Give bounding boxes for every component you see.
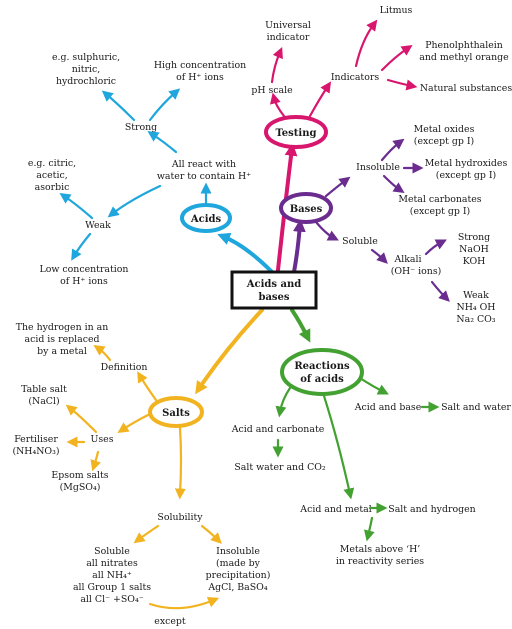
natural-substances: Natural substances bbox=[420, 83, 512, 94]
acid-and-base: Acid and base bbox=[354, 402, 422, 413]
acid-and-metal: Acid and metal bbox=[299, 504, 371, 515]
reactions-node[interactable] bbox=[280, 348, 364, 396]
alkali-strong-koh: KOH bbox=[463, 256, 486, 267]
hydroxides-line1: Metal hydroxides bbox=[425, 158, 508, 169]
epsom-line2: (MgSO₄) bbox=[60, 482, 101, 493]
strong-eg-line2: nitric, bbox=[72, 64, 101, 75]
bases-branch: Bases Insoluble Metal oxides (except gp … bbox=[279, 124, 508, 325]
arrow-to-bases bbox=[292, 218, 306, 274]
alkali-weak-nh4oh: NH₄ OH bbox=[457, 302, 496, 313]
reactions-title-line2: of acids bbox=[300, 374, 344, 385]
definition-line1: The hydrogen in an bbox=[16, 322, 109, 333]
strong-eg-line3: hydrochloric bbox=[56, 76, 116, 87]
center-label-line2: bases bbox=[258, 292, 289, 303]
alkali-strong: Strong bbox=[458, 232, 490, 243]
testing-node[interactable] bbox=[264, 115, 328, 149]
arrow-to-acids bbox=[217, 232, 274, 274]
except-arrow bbox=[148, 597, 220, 610]
oxides-line1: Metal oxides bbox=[414, 124, 475, 135]
acids-weak: Weak bbox=[85, 220, 111, 231]
acids-react-line2: water to contain H⁺ bbox=[157, 171, 251, 182]
table-salt-line2: (NaCl) bbox=[28, 396, 59, 407]
alkali-weak: Weak bbox=[463, 290, 489, 301]
soluble-line1: Soluble bbox=[94, 546, 130, 557]
salt-water-co2: Salt water and CO₂ bbox=[234, 462, 326, 473]
phenol-line2: and methyl orange bbox=[419, 52, 509, 63]
definition-line3: by a metal bbox=[37, 346, 87, 357]
soluble-line4: all Group 1 salts bbox=[73, 582, 151, 593]
salt-and-water: Salt and water bbox=[441, 402, 511, 413]
main-branch-arrows bbox=[195, 142, 311, 395]
salts-branch: Salts Definition The hydrogen in an acid… bbox=[12, 322, 270, 627]
salts-uses: Uses bbox=[90, 434, 113, 445]
indicators: Indicators bbox=[331, 72, 379, 83]
center-box[interactable] bbox=[230, 270, 318, 310]
except-label: except bbox=[154, 616, 186, 627]
arrow-to-salts bbox=[195, 308, 264, 395]
salts-solubility: Solubility bbox=[157, 512, 203, 523]
metals-above-h-line1: Metals above ‘H’ bbox=[340, 544, 421, 555]
weak-eg-line1: e.g. citric, bbox=[28, 158, 76, 169]
salts-node[interactable] bbox=[148, 396, 204, 428]
bases-title: Bases bbox=[290, 204, 323, 215]
high-concentration-line2: of H⁺ ions bbox=[176, 72, 224, 83]
carbonates-line1: Metal carbonates bbox=[398, 194, 481, 205]
reactions-branch: Reactions of acids Acid and base Salt an… bbox=[231, 348, 511, 567]
low-concentration-line2: of H⁺ ions bbox=[60, 276, 108, 287]
ph-scale: pH scale bbox=[251, 85, 293, 96]
strong-eg-line1: e.g. sulphuric, bbox=[52, 52, 120, 63]
acids-branch: Acids All react with water to contain H⁺… bbox=[28, 52, 251, 287]
acids-title: Acids bbox=[190, 214, 222, 225]
acids-react-line1: All react with bbox=[171, 159, 236, 170]
low-concentration-line1: Low concentration bbox=[40, 264, 129, 275]
salt-and-hydrogen: Salt and hydrogen bbox=[388, 504, 475, 515]
fertiliser-line2: (NH₄NO₃) bbox=[12, 446, 59, 457]
soluble-line5: all Cl⁻ +SO₄⁻ bbox=[80, 594, 143, 605]
oxides-line2: (except gp I) bbox=[414, 136, 474, 147]
metals-above-h-line2: in reactivity series bbox=[336, 556, 424, 567]
testing-title: Testing bbox=[276, 128, 317, 139]
reactions-title-line1: Reactions bbox=[294, 361, 350, 372]
epsom-line1: Epsom salts bbox=[51, 470, 108, 481]
universal-line1: Universal bbox=[265, 20, 311, 31]
insoluble-line2: (made by bbox=[216, 558, 261, 569]
acids-strong: Strong bbox=[125, 122, 157, 133]
carbonates-line2: (except gp I) bbox=[410, 206, 470, 217]
alkali-strong-naoh: NaOH bbox=[459, 244, 489, 255]
table-salt-line1: Table salt bbox=[21, 384, 67, 395]
litmus: Litmus bbox=[380, 5, 413, 16]
fertiliser-line1: Fertiliser bbox=[14, 434, 58, 445]
hydroxides-line2: (except gp I) bbox=[436, 170, 496, 181]
salts-title: Salts bbox=[162, 408, 190, 419]
center-node[interactable]: Acids and bases bbox=[230, 270, 318, 310]
weak-eg-line3: asorbic bbox=[35, 182, 70, 193]
high-concentration-line1: High concentration bbox=[154, 60, 246, 71]
weak-eg-line2: acetic, bbox=[36, 170, 67, 181]
alkali-weak-na2co3: Na₂ CO₃ bbox=[456, 314, 495, 325]
universal-line2: indicator bbox=[267, 32, 310, 43]
arrow-to-reactions bbox=[290, 308, 311, 343]
salts-definition: Definition bbox=[101, 362, 148, 373]
bases-insoluble: Insoluble bbox=[356, 162, 400, 173]
insoluble-line3: precipitation) bbox=[206, 570, 271, 581]
alkali-line2: (OH⁻ ions) bbox=[391, 266, 442, 277]
bases-soluble: Soluble bbox=[342, 236, 378, 247]
insoluble-line4: AgCl, BaSO₄ bbox=[207, 582, 267, 593]
center-label-line1: Acids and bbox=[246, 279, 302, 290]
bases-node[interactable] bbox=[279, 192, 333, 224]
definition-line2: acid is replaced bbox=[24, 334, 99, 345]
testing-branch: Testing pH scale Universal indicator Ind… bbox=[251, 5, 512, 149]
alkali-line1: Alkali bbox=[393, 254, 421, 265]
soluble-line2: all nitrates bbox=[86, 558, 138, 569]
soluble-line3: all NH₄⁺ bbox=[92, 570, 132, 581]
acid-and-carbonate: Acid and carbonate bbox=[231, 424, 325, 435]
phenol-line1: Phenolphthalein bbox=[425, 40, 503, 51]
insoluble-line1: Insoluble bbox=[216, 546, 260, 557]
